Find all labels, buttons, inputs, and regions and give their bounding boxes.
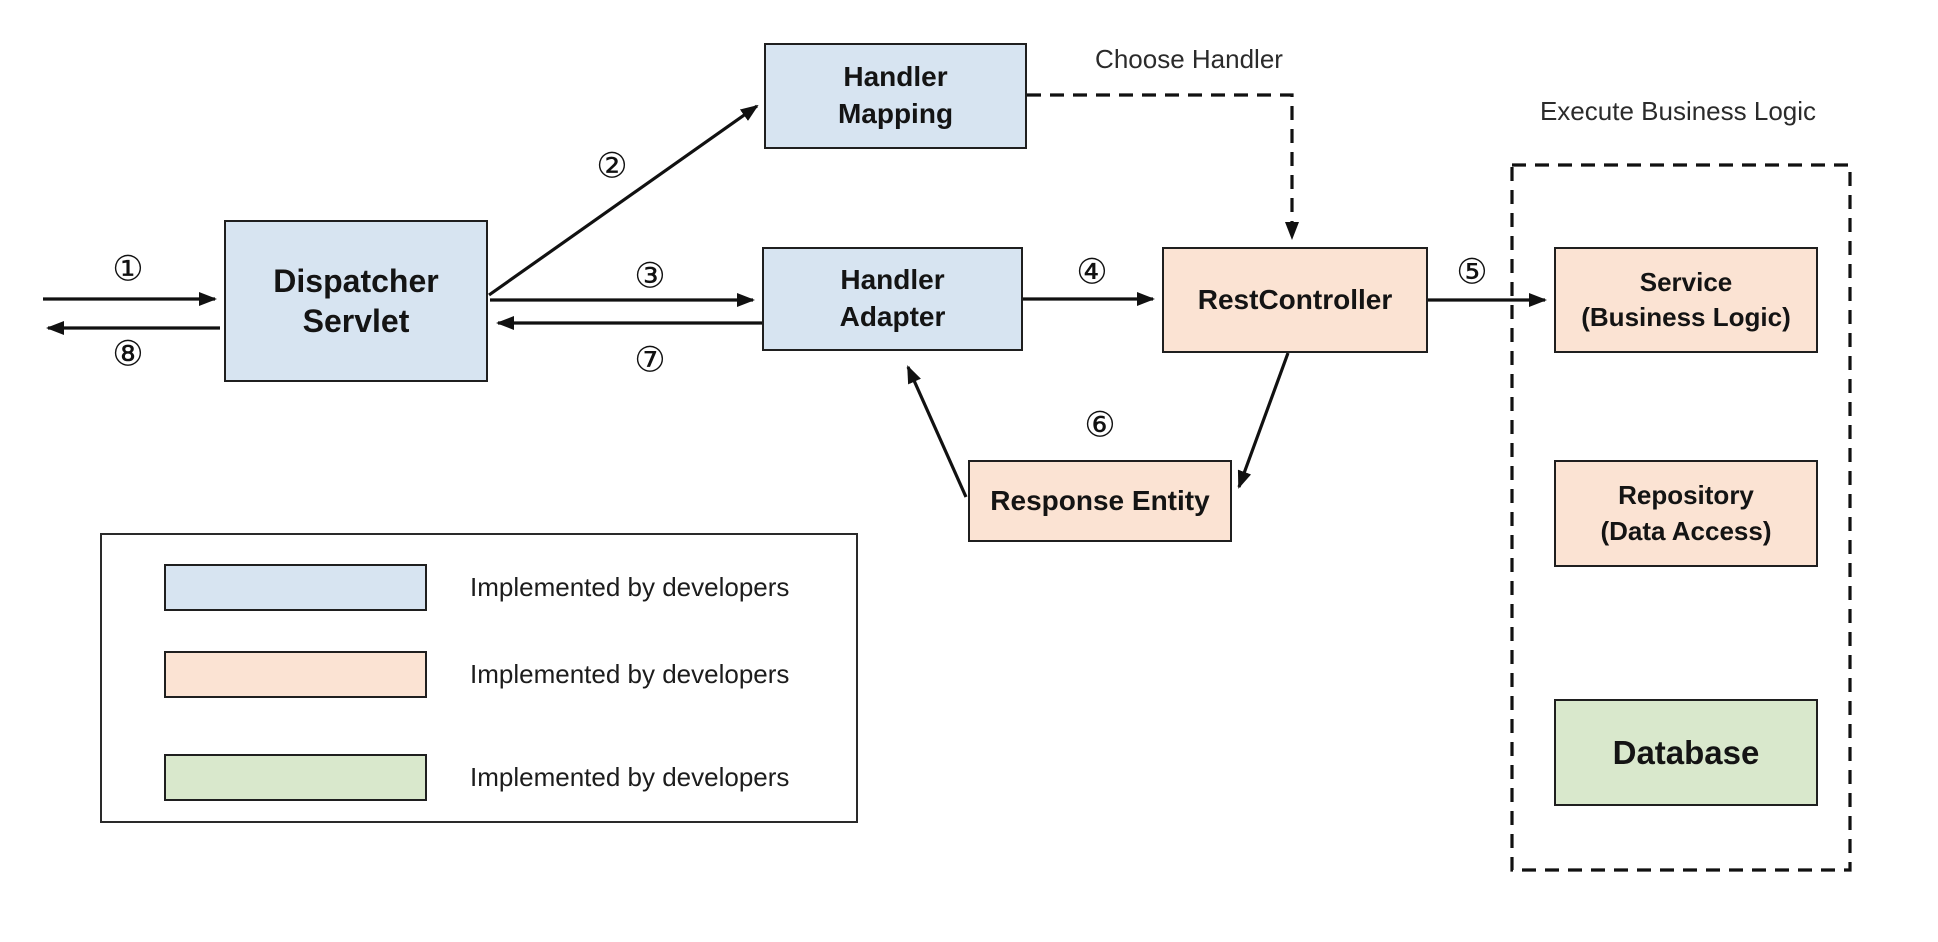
legend-swatch-peach — [164, 651, 427, 698]
response-entity-node: Response Entity — [968, 460, 1232, 542]
choose-handler-dashed-arrow — [1027, 93, 1299, 240]
legend-swatch-green — [164, 754, 427, 801]
node-label-line: Repository — [1618, 480, 1754, 511]
node-label-line: (Business Logic) — [1581, 302, 1791, 332]
node-label-line: Mapping — [837, 98, 954, 129]
repository-node: Repository (Data Access) — [1554, 460, 1818, 567]
rest-controller-node: RestController — [1162, 247, 1428, 353]
legend-label: Implemented by developers — [470, 572, 790, 602]
choose-handler-label: Choose Handler — [1095, 44, 1283, 74]
node-label-line: Response Entity — [990, 485, 1210, 516]
step-3-badge: ③ — [634, 256, 666, 297]
step-1-badge: ① — [112, 249, 144, 290]
legend-label: Implemented by developers — [470, 762, 790, 792]
step-8-badge: ⑧ — [112, 334, 144, 375]
arrow-step-2 — [488, 104, 759, 297]
execute-business-logic-label: Execute Business Logic — [1539, 96, 1817, 126]
node-label-line: Adapter — [839, 301, 946, 332]
node-label-line: Database — [1612, 733, 1760, 771]
step-2-badge: ② — [596, 146, 628, 187]
node-label-line: RestController — [1197, 284, 1393, 315]
node-label-line: Handler — [843, 61, 948, 93]
step-4-badge: ④ — [1076, 252, 1108, 293]
handler-adapter-node: Handler Adapter — [762, 247, 1023, 351]
node-label-line: (Data Access) — [1600, 515, 1772, 546]
arrow-restcontroller-to-responseentity — [1237, 352, 1290, 489]
legend-label: Implemented by developers — [470, 659, 790, 689]
execute-business-logic-container — [1510, 163, 1852, 872]
legend: Implemented by developers Implemented by… — [100, 533, 858, 823]
node-label-line: Handler — [840, 264, 945, 296]
step-5-badge: ⑤ — [1456, 252, 1488, 293]
service-node: Service (Business Logic) — [1554, 247, 1818, 353]
step-6-badge: ⑥ — [1084, 405, 1116, 446]
node-label-line: Servlet — [302, 303, 410, 339]
handler-mapping-node: Handler Mapping — [764, 43, 1027, 149]
step-7-badge: ⑦ — [634, 340, 666, 381]
node-label-line: Service — [1639, 266, 1733, 297]
node-label-line: Dispatcher — [273, 263, 439, 299]
database-node: Database — [1554, 699, 1818, 806]
legend-swatch-blue — [164, 564, 427, 611]
dispatcher-servlet-node: Dispatcher Servlet — [224, 220, 488, 382]
arrow-step-6-responseentity-to-handleradapter — [906, 365, 968, 498]
